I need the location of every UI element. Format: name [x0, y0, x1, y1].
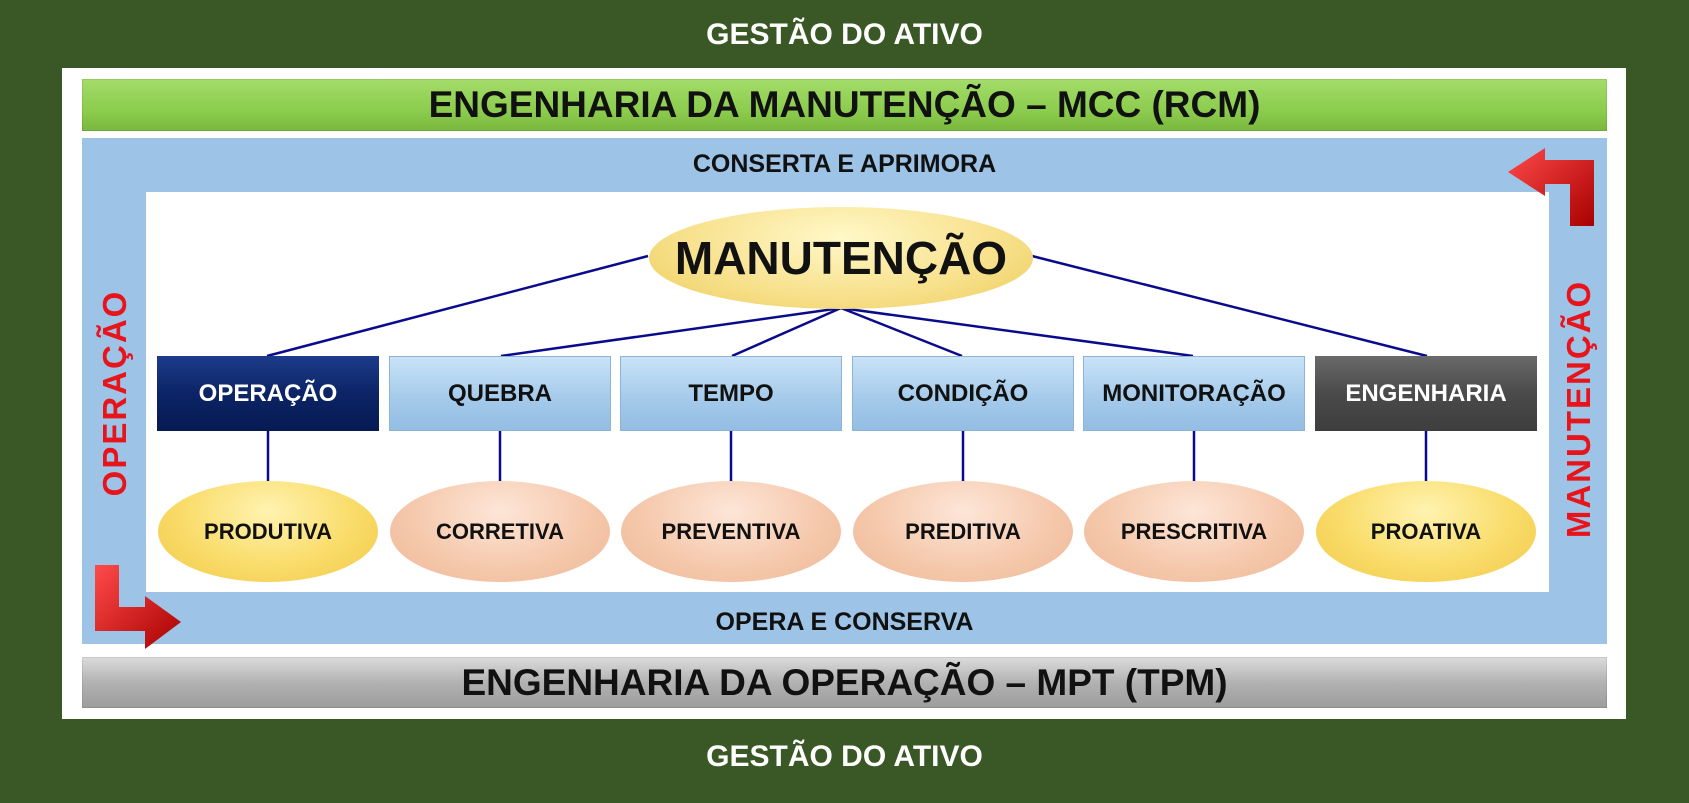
root-node-manutencao: MANUTENÇÃO [649, 207, 1033, 309]
box-condicao: CONDIÇÃO [852, 356, 1074, 431]
node-produtiva: PRODUTIVA [158, 481, 378, 582]
arrow-bottom-left-icon [95, 565, 181, 649]
node-preventiva: PREVENTIVA [621, 481, 841, 582]
line-root-tempo [731, 306, 842, 358]
arrow-top-right-icon [1508, 148, 1594, 226]
box-operacao: OPERAÇÃO [157, 356, 379, 431]
title-top: GESTÃO DO ATIVO [706, 18, 983, 51]
node-proativa: PROATIVA [1316, 481, 1536, 582]
line-root-monitoracao [840, 306, 1194, 358]
line-root-engenharia [1031, 254, 1428, 358]
box-monitoracao: MONITORAÇÃO [1083, 356, 1305, 431]
line-root-condicao [840, 306, 963, 358]
node-corretiva: CORRETIVA [390, 481, 610, 582]
line-root-quebra [500, 306, 842, 358]
box-tempo: TEMPO [620, 356, 842, 431]
cycle-top-label: CONSERTA E APRIMORA [692, 150, 997, 178]
tpm-bar: ENGENHARIA DA OPERAÇÃO – MPT (TPM) [82, 657, 1607, 708]
title-bottom: GESTÃO DO ATIVO [706, 740, 983, 773]
line-root-operacao [266, 254, 649, 358]
cycle-bottom-label: OPERA E CONSERVA [715, 608, 974, 636]
box-quebra: QUEBRA [389, 356, 611, 431]
node-prescritiva: PRESCRITIVA [1084, 481, 1304, 582]
rcm-bar: ENGENHARIA DA MANUTENÇÃO – MCC (RCM) [82, 79, 1607, 131]
box-engenharia: ENGENHARIA [1315, 356, 1537, 431]
node-preditiva: PREDITIVA [853, 481, 1073, 582]
